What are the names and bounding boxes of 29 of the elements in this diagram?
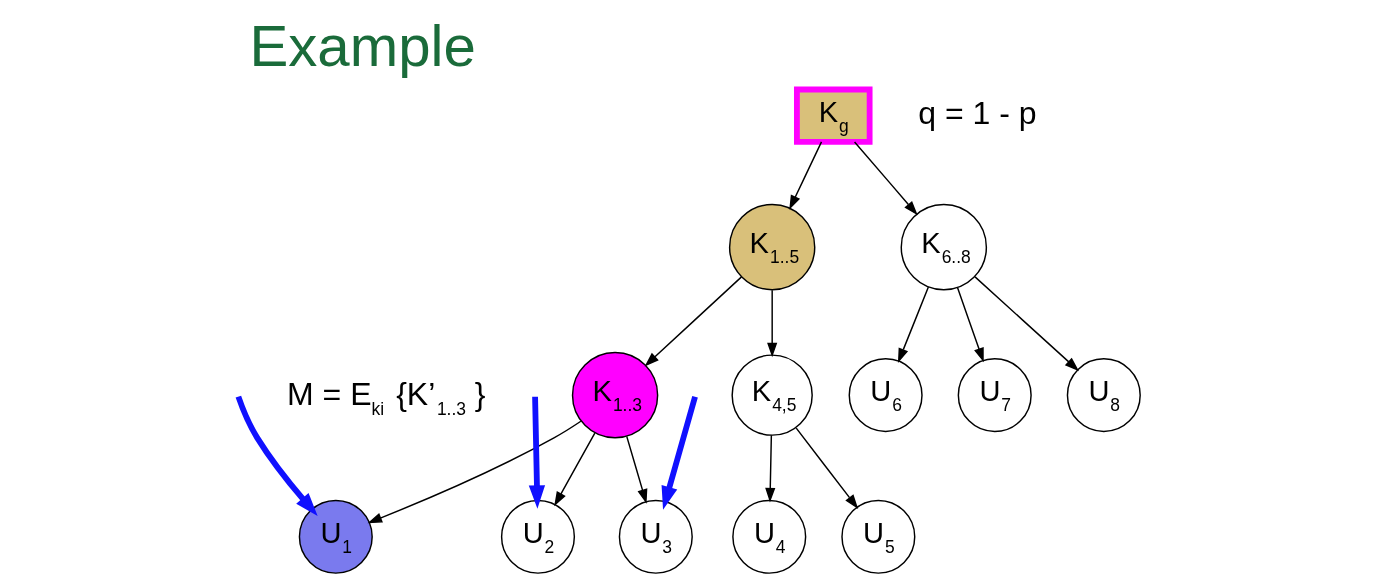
node-box: K$_{g}$ — [794, 86, 873, 145]
arrow — [661, 395, 698, 510]
label: M = E$_{ki}$ {K’$_{1..3}$ } — [287, 375, 486, 419]
arrow — [853, 141, 918, 216]
arrow — [554, 432, 596, 507]
node-circle: U$_{7}$ — [957, 358, 1032, 433]
node-circle: U$_{4}$ — [732, 499, 807, 574]
node-circle: U$_{1}$ — [298, 499, 373, 574]
node-circle: K$_{6..8}$ — [900, 203, 988, 291]
arrow — [528, 396, 546, 509]
arrow — [974, 276, 1080, 372]
arrow — [235, 395, 318, 516]
arrow — [956, 287, 984, 363]
diagram-title: Example — [249, 13, 476, 79]
node-circle: U$_{3}$ — [618, 499, 693, 574]
arrow — [765, 434, 776, 503]
arrow — [795, 427, 859, 509]
arrow — [644, 276, 743, 367]
arrow — [789, 141, 823, 210]
node-circle: K$_{4,5}$ — [731, 354, 813, 436]
arrow — [367, 420, 582, 524]
node-circle: U$_{2}$ — [500, 499, 576, 574]
label: q = 1 - p — [918, 94, 1037, 131]
node-circle: U$_{5}$ — [841, 499, 916, 574]
arrow — [767, 289, 778, 358]
arrow — [626, 435, 648, 504]
arrow — [897, 286, 930, 363]
node-circle: U$_{6}$ — [848, 358, 923, 433]
node-circle: K$_{1..5}$ — [728, 203, 816, 291]
